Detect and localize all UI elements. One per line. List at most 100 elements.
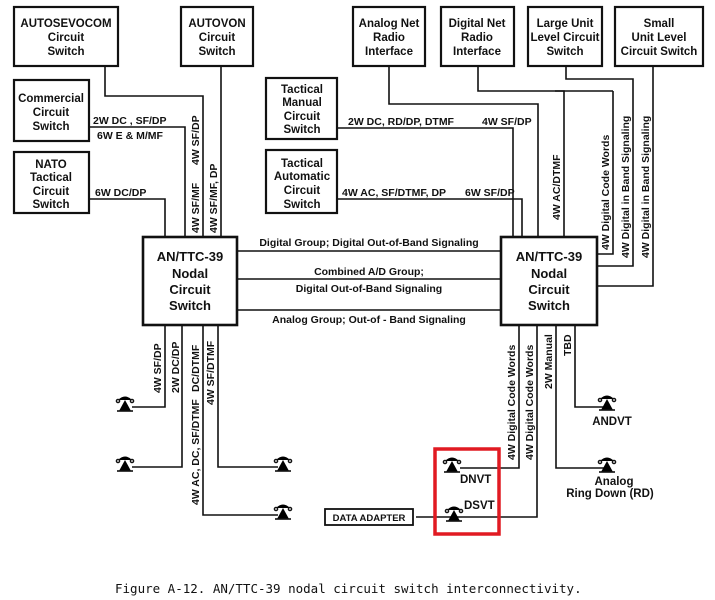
link-label: TBD [562,334,574,356]
vertical-link-labels: 4W SF/MF 4W SF/DP 4W SF/MF, DP 4W AC/DTM… [152,115,652,505]
node-label: Tactical [281,84,323,96]
node-label: Small [644,18,675,30]
wire-nato [89,198,166,237]
node-label: Manual [282,97,322,109]
trunk-label: Analog Group; Out-of - Band Signaling [272,314,466,326]
link-label: 6W E & M/MF [97,130,163,142]
wire-large-unit-inband-a [565,66,634,267]
phone-icon [115,395,135,412]
link-label: 4W Digital Code Words [600,135,612,250]
wire-right-sub1 [460,325,520,469]
wire-commercial [89,126,186,237]
terminal-label-andvt: ANDVT [592,416,632,428]
link-label: 4W SF/DTMF [205,340,217,405]
node-label: Circuit Switch [621,46,698,58]
node-label: Level Circuit [530,32,599,44]
node-label: Circuit [48,32,85,44]
node-digital-net: Digital Net Radio Interface [439,5,516,68]
node-label: Tactical [30,172,72,184]
wire-large-unit-codewords [597,91,614,255]
node-analog-net: Analog Net Radio Interface [351,5,427,68]
link-labels: 2W DC , SF/DP 6W E & M/MF 6W DC/DP 2W DC… [93,115,532,326]
link-label: 6W SF/DP [465,187,515,199]
node-label: AUTOSEVOCOM [20,18,111,30]
analog-rd-phone-icon [597,456,617,473]
figure-caption: Figure A-12. AN/TTC-39 nodal circuit swi… [115,581,582,596]
node-label: Switch [32,199,69,211]
link-label: 4W SF/DP [152,343,164,393]
link-label: 4W SF/DP [190,115,202,165]
node-label: AN/TTC-39 [516,249,582,264]
node-label: Analog Net [359,18,420,30]
node-label: Switch [528,298,570,313]
node-ttc39-left: AN/TTC-39 Nodal Circuit Switch [141,235,239,327]
link-label: 4W Digital Code Words [524,345,536,460]
node-autosevocom: AUTOSEVOCOM Circuit Switch [12,5,120,68]
terminal-label-dsvt: DSVT [464,500,495,512]
node-tactical-automatic: Tactical Automatic Circuit Switch [264,148,339,215]
wire-autosevocom [104,66,204,237]
node-label: Automatic [274,171,331,183]
node-label: Interface [365,46,413,58]
link-label: 4W AC, DC, SF/DTMF [190,399,202,505]
node-label: Nodal [172,266,208,281]
node-label: Switch [32,121,69,133]
link-label: 2W DC/DP [170,342,182,393]
link-label: 2W Manual [543,334,555,389]
node-label: Circuit [33,186,70,198]
node-data-adapter: DATA ADAPTER [324,508,414,526]
node-label: Large Unit [537,18,594,30]
link-label: 4W Digital Code Words [506,345,518,460]
node-label: Circuit [528,282,570,297]
link-label: 4W SF/DP [482,116,532,128]
phone-icon [273,503,293,520]
node-label: Switch [283,199,320,211]
dsvt-phone-icon [444,505,464,522]
node-tactical-manual: Tactical Manual Circuit Switch [264,76,339,141]
wire-digital-net [477,66,565,237]
node-large-unit: Large Unit Level Circuit Switch [526,5,604,68]
node-label: Tactical [281,158,323,170]
wire-analog-net [388,66,539,237]
link-label: DC/DTMF [190,344,202,392]
node-label: Interface [453,46,501,58]
wire-left-sub4 [217,325,278,468]
node-label: Circuit [33,107,70,119]
node-ttc39-right: AN/TTC-39 Nodal Circuit Switch [499,235,599,327]
node-label: Nodal [531,266,567,281]
node-label: Circuit [169,282,211,297]
node-label: Switch [283,124,320,136]
trunk-label: Digital Out-of-Band Signaling [296,283,442,295]
node-nato: NATO Tactical Circuit Switch [12,150,91,215]
node-commercial: Commercial Circuit Switch [12,78,91,143]
link-label: 4W SF/MF, DP [208,164,220,233]
link-label: 4W AC/DTMF [551,154,563,220]
node-label: Switch [47,46,84,58]
node-autovon: AUTOVON Circuit Switch [179,5,255,68]
wire-tactical-automatic [336,198,523,237]
link-label: 4W Digital in Band Signaling [640,116,652,258]
wire-left-sub1 [132,325,166,408]
terminal-label-analog: Analog [595,476,634,488]
highlight-box [433,447,501,536]
phone-icon [115,455,135,472]
trunk-label: Digital Group; Digital Out-of-Band Signa… [259,237,478,249]
wires [89,66,654,518]
node-label: Circuit [284,185,321,197]
wire-tactical-manual [336,127,514,237]
link-label: 4W AC, SF/DTMF, DP [342,187,446,199]
node-label: AUTOVON [188,18,245,30]
trunk-label: Combined A/D Group; [314,266,424,278]
node-label: Circuit [284,111,321,123]
link-label: 4W Digital in Band Signaling [620,116,632,258]
node-label: NATO [35,159,67,171]
phone-icon [273,455,293,472]
wire-right-sub4 [574,325,606,408]
node-label: AN/TTC-39 [157,249,223,264]
wire-small-unit [597,66,654,287]
node-label: Radio [461,32,493,44]
link-label: 6W DC/DP [95,187,146,199]
wire-left-sub3 [202,325,278,516]
node-label: Switch [169,298,211,313]
